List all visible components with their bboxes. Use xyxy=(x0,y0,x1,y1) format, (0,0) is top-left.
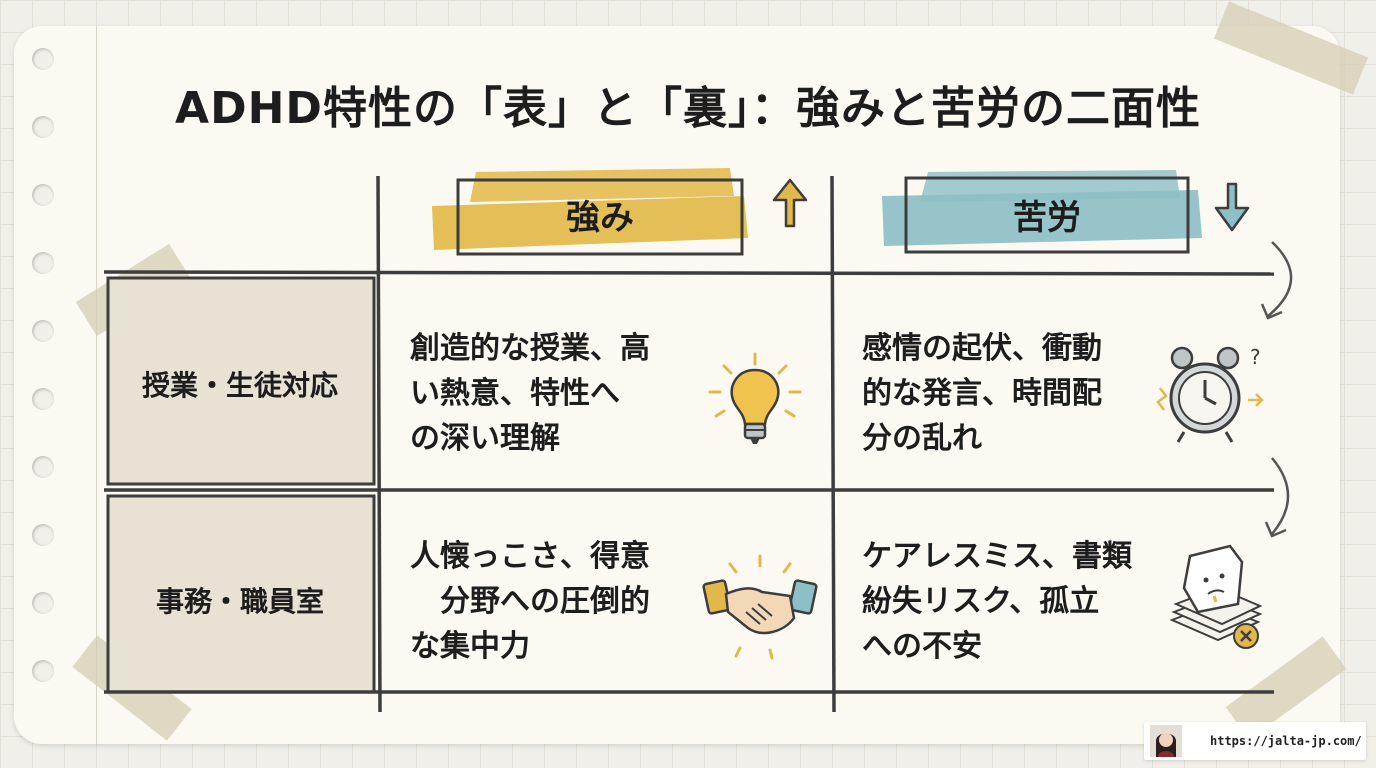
grid-line xyxy=(103,270,1275,276)
binder-hole xyxy=(32,456,54,478)
strength-header-box xyxy=(456,178,744,256)
footer-badge: https://jalta-jp.com/ xyxy=(1144,722,1366,760)
row-label-lessons: 授業・生徒対応 xyxy=(141,369,338,402)
strength-header: 強み xyxy=(566,198,634,238)
struggle-header-box xyxy=(904,176,1190,254)
binder-hole xyxy=(32,116,54,138)
margin-line xyxy=(96,26,97,744)
row-label-office: 事務・職員室 xyxy=(155,585,324,618)
strength-highlight xyxy=(432,196,748,250)
struggle-highlight xyxy=(882,190,1202,246)
strength-highlight xyxy=(470,168,734,202)
curved-arrow-icon xyxy=(1271,457,1290,535)
struggle-text-lessons: 感情の起伏、衝動 的な発言、時間配 分の乱れ xyxy=(862,331,1102,456)
avatar xyxy=(1150,725,1182,757)
strength-text-lessons: 創造的な授業、高 い熱意、特性へ の深い理解 xyxy=(410,331,650,456)
binder-hole xyxy=(32,388,54,410)
crumpled-paper-icon xyxy=(1169,544,1263,649)
binder-hole xyxy=(32,524,54,546)
curved-arrow-icon xyxy=(1260,303,1283,320)
struggle-header: 苦労 xyxy=(1013,198,1081,238)
footer-url[interactable]: https://jalta-jp.com/ xyxy=(1210,734,1362,748)
lightbulb-icon xyxy=(708,352,802,444)
binder-hole xyxy=(32,592,54,614)
row-label-cell xyxy=(106,276,376,486)
arrow-down-icon xyxy=(1214,182,1250,232)
grid-line xyxy=(376,175,382,713)
curved-arrow-icon xyxy=(1264,521,1287,538)
binder-hole xyxy=(32,252,54,274)
binder-hole xyxy=(32,48,54,70)
grid-line xyxy=(830,175,836,713)
binder-hole xyxy=(32,184,54,206)
svg-text:?: ? xyxy=(1250,345,1261,369)
strength-text-office: 人懐っこさ、得意 分野への圧倒的 な集中力 xyxy=(410,539,650,664)
binder-hole xyxy=(32,320,54,342)
struggle-text-office: ケアレスミス、書類 紛失リスク、孤立 への不安 xyxy=(862,539,1132,664)
page-title: ADHD特性の「表」と「裏」：強みと苦労の二面性 xyxy=(175,83,1201,134)
arrow-up-icon xyxy=(772,178,808,228)
binder-hole xyxy=(32,660,54,682)
handshake-icon xyxy=(702,554,818,660)
curved-arrow-icon xyxy=(1267,241,1293,317)
alarm-clock-icon: ? xyxy=(1156,345,1264,443)
